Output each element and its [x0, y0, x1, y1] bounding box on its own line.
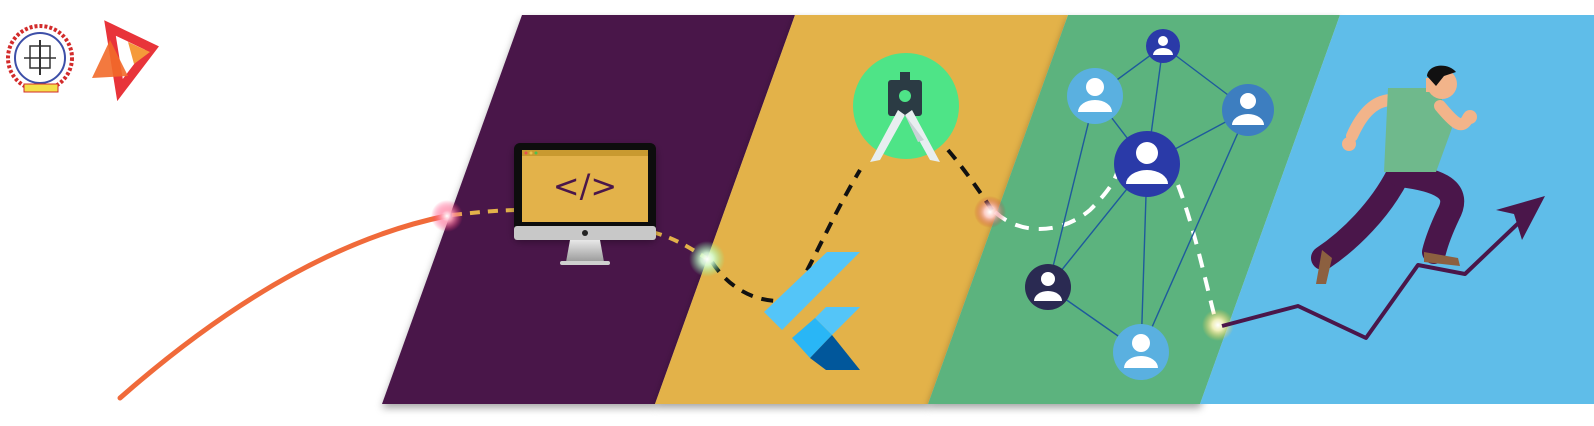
- running-person-icon: [1311, 65, 1477, 284]
- journey-path-black-dashes: [710, 168, 862, 303]
- university-seal-icon: [6, 24, 74, 93]
- panel-mobile-dev: [655, 15, 1068, 404]
- network-node-center: [1114, 131, 1180, 197]
- network-node-left-bottom: [1025, 264, 1071, 310]
- network-node-top: [1146, 29, 1180, 63]
- growth-arrow-icon: [1221, 196, 1545, 340]
- brand-mark-icon: [92, 20, 159, 102]
- journey-path-white-dashes-2: [1176, 184, 1218, 323]
- network-node-bottom: [1113, 324, 1169, 380]
- glow-node-2: [689, 241, 725, 277]
- computer-monitor-icon: </>: [514, 143, 656, 265]
- code-symbol: </>: [553, 167, 617, 205]
- android-studio-icon: [853, 53, 959, 162]
- glow-node-3: [974, 196, 1006, 228]
- network-node-left-top: [1067, 68, 1123, 124]
- network-node-right-top: [1222, 84, 1274, 136]
- glow-node-4: [1202, 309, 1234, 341]
- flutter-icon: [764, 252, 860, 370]
- orange-progress-curve: [117, 213, 449, 401]
- glow-node-1: [431, 200, 463, 232]
- journey-path-white-dashes: [993, 169, 1120, 231]
